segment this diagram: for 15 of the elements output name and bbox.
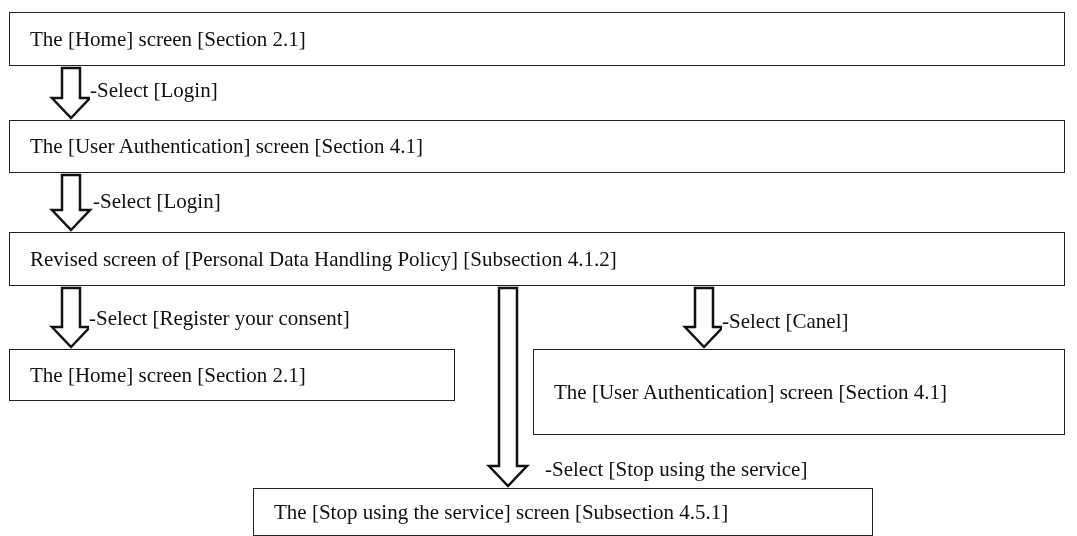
screen-name: The [Stop using the service] screen [Subsection 4.5.1] (274, 498, 729, 526)
screen-box (253, 488, 873, 536)
screen-name: The [User Authentication] screen [Section 4.1] (554, 378, 948, 406)
screen-name: Revised screen of [Personal Data Handling Policy] [Subsection 4.1.2] (30, 245, 617, 273)
block-arrow (486, 286, 530, 488)
screen-box (9, 120, 1065, 173)
block-arrow (49, 173, 93, 232)
screen-box (533, 349, 1065, 435)
screen-name: The [Home] screen [Section 2.1] (30, 25, 306, 53)
screen-box (9, 12, 1065, 66)
screen-box (9, 232, 1065, 286)
screen-name: The [Home] screen [Section 2.1] (30, 361, 306, 389)
block-arrow (49, 66, 93, 120)
screen-name: The [User Authentication] screen [Section 4.1] (30, 133, 424, 160)
screen-box (9, 349, 455, 401)
